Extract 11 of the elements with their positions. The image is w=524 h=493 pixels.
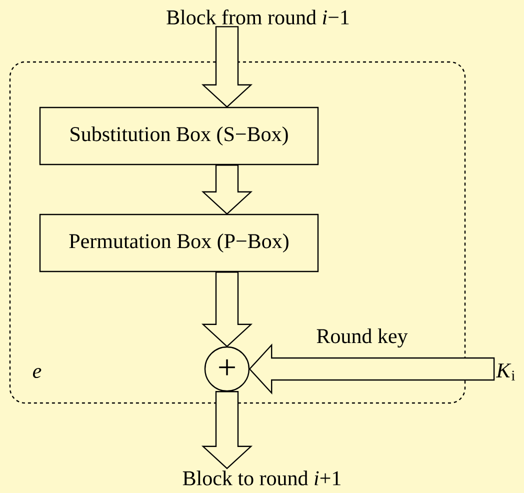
edge-label: Round key [314,326,410,350]
block-arrow [201,391,253,470]
caption-text: Block from round i−1 [166,10,349,24]
caption-text: Block to round i+1 [182,470,340,486]
process-box: Permutation Box (P−Box) [39,214,319,272]
block-arrow [248,343,495,395]
block-arrow [201,26,253,108]
caption-text: K$_{i}$ [496,364,515,380]
process-box: Substitution Box (S−Box) [39,106,319,166]
block-arrow [201,272,253,348]
block-arrow [201,164,253,215]
